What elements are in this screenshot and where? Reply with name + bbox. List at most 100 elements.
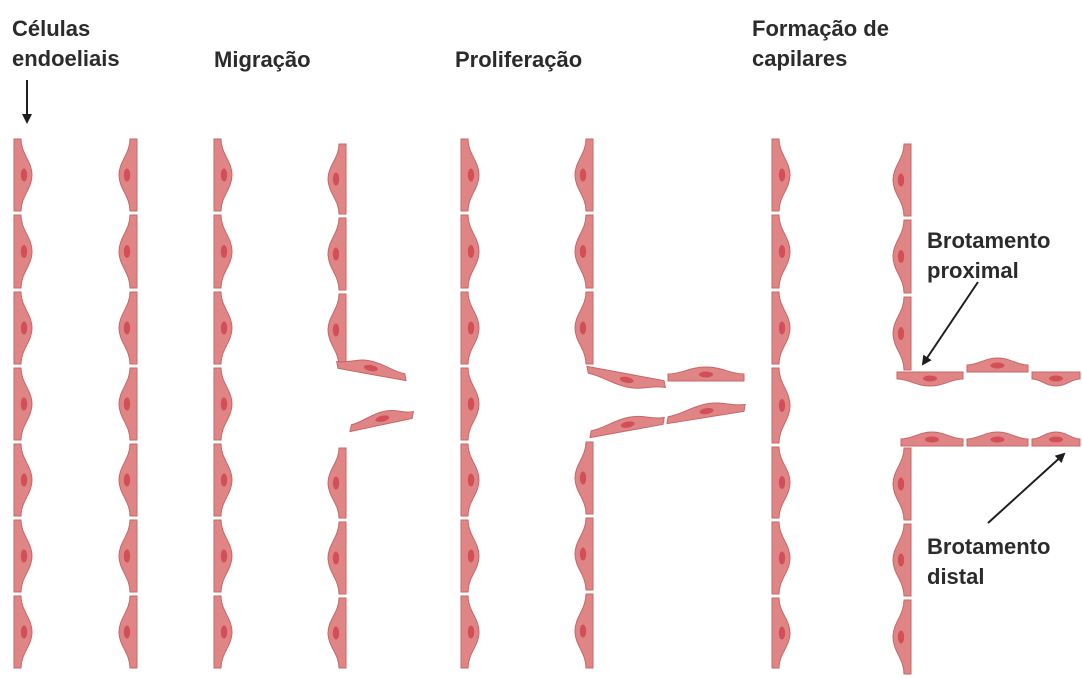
endothelial-cell [461,596,479,668]
cell-nucleus [779,245,785,258]
cell-nucleus [468,626,474,639]
cell-nucleus [21,550,27,563]
endothelial-cell [772,368,790,443]
cell-nucleus [923,376,937,382]
cell-nucleus [221,398,227,411]
endothelial-cell [328,218,346,290]
endothelial-cell [575,292,593,364]
cell-nucleus [124,169,130,182]
cell-nucleus [898,250,904,263]
cell-nucleus [21,398,27,411]
cell-nucleus [124,474,130,487]
cell-nucleus [468,550,474,563]
endothelial-cell [667,403,745,424]
cell-nucleus [779,322,785,335]
cell-nucleus [898,327,904,340]
cell-nucleus [779,169,785,182]
cell-nucleus [468,245,474,258]
endothelial-cell [328,144,346,214]
cell-nucleus [333,173,339,186]
endothelial-cell [214,520,232,592]
endothelial-cell [893,297,911,370]
cell-nucleus [333,248,339,261]
endothelial-cell [893,524,911,596]
endothelial-cell [772,598,790,668]
cell-nucleus [580,625,586,638]
endothelial-cell [119,596,137,668]
cell-nucleus [991,437,1005,443]
cell-nucleus [779,552,785,565]
endothelial-cell [328,522,346,594]
cell-nucleus [580,245,586,258]
endothelial-cell [575,518,593,590]
endothelial-cell [328,294,346,366]
distal-sprout-arrow [988,454,1064,523]
endothelial-cell [119,444,137,516]
endothelial-cell [119,368,137,440]
endothelial-cell [575,215,593,288]
cell-nucleus [898,554,904,567]
cell-nucleus [468,474,474,487]
endothelial-cell [1032,432,1080,446]
endothelial-cell [587,366,665,388]
proximal-sprout-arrow [923,282,978,364]
endothelial-cell [14,444,32,516]
endothelial-cell [119,215,137,288]
endothelial-cell [119,292,137,364]
cell-nucleus [21,169,27,182]
endothelial-cell [14,368,32,440]
cell-nucleus [124,245,130,258]
endothelial-cell [897,372,963,386]
endothelial-cell [772,215,790,288]
endothelial-cell [214,292,232,364]
endothelial-cell [214,368,232,440]
cell-nucleus [779,476,785,489]
cell-nucleus [124,626,130,639]
endothelial-cell [901,432,963,446]
cell-nucleus [124,398,130,411]
endothelial-cell [14,596,32,668]
cell-nucleus [221,322,227,335]
endothelial-cell [1032,372,1080,386]
cell-nucleus [898,174,904,187]
cell-nucleus [580,322,586,335]
endothelial-cell [461,444,479,516]
cell-nucleus [21,474,27,487]
cell-nucleus [333,627,339,640]
cell-nucleus [21,245,27,258]
cell-nucleus [221,550,227,563]
endothelial-cell [893,600,911,674]
endothelial-cell [893,144,911,216]
endothelial-cell [772,292,790,364]
endothelial-cell [590,416,664,437]
cell-nucleus [333,552,339,565]
cell-nucleus [779,399,785,412]
cell-nucleus [1049,376,1063,382]
cell-nucleus [333,477,339,490]
cell-nucleus [580,169,586,182]
endothelial-cell [14,292,32,364]
endothelial-cell [328,448,346,518]
endothelial-cell [967,358,1028,372]
cells-layer [14,139,1080,674]
endothelial-cell [772,139,790,211]
endothelial-cell [461,368,479,440]
cell-nucleus [1049,437,1063,443]
endothelial-cell [893,220,911,293]
endothelial-cell [575,594,593,668]
cell-nucleus [468,322,474,335]
endothelial-cell [214,596,232,668]
endothelial-cell [772,522,790,594]
cell-nucleus [898,631,904,644]
endothelial-cell [214,215,232,288]
endothelial-cell [14,139,32,211]
endothelial-cell [214,139,232,211]
endothelial-cell [575,139,593,211]
cell-nucleus [21,322,27,335]
endothelial-cell [461,292,479,364]
cell-nucleus [468,169,474,182]
cell-nucleus [991,363,1005,369]
endothelial-cell [14,215,32,288]
endothelial-cell [350,410,414,431]
